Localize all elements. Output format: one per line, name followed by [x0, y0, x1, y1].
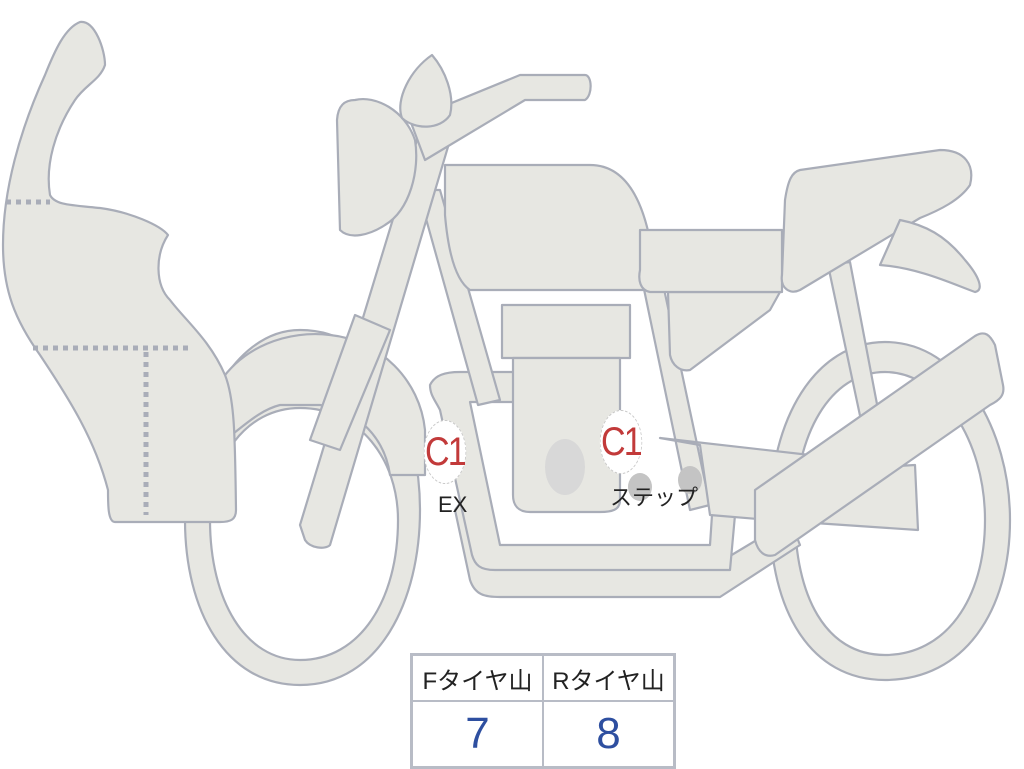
headlight	[335, 97, 418, 237]
damage-code: C1	[424, 429, 467, 474]
footpeg-mark	[628, 473, 652, 501]
front-fairing	[1, 20, 238, 524]
tire-tread-table: Fタイヤ山 Rタイヤ山 7 8	[410, 653, 676, 769]
engine-head	[500, 303, 632, 360]
seat-rear	[780, 148, 973, 293]
rear-wheel	[768, 340, 1012, 682]
rear-tire-value: 8	[542, 700, 676, 769]
seat-front	[638, 228, 784, 294]
front-tire-header: Fタイヤ山	[410, 653, 544, 702]
tail-cowl	[878, 218, 981, 294]
fork-boot	[308, 313, 392, 452]
front-tire-value: 7	[410, 700, 544, 769]
footpeg-mark	[678, 466, 702, 494]
marker-label-ex: EX	[438, 492, 468, 517]
damage-marker-step: C1	[599, 410, 643, 474]
muffler	[753, 332, 1005, 557]
front-fender	[213, 333, 427, 477]
engine-cover	[545, 439, 585, 495]
side-cover	[666, 290, 782, 372]
rear-tire-header: Rタイヤ山	[542, 653, 676, 702]
marker-label-step: ステップ	[610, 485, 699, 510]
damage-marker-ex: C1	[423, 420, 467, 484]
handlebar	[408, 73, 592, 162]
engine-block	[511, 356, 622, 514]
exhaust-pipe-upper	[428, 370, 737, 572]
mirror	[399, 53, 453, 128]
damage-code: C1	[600, 419, 643, 464]
fuel-tank	[443, 163, 652, 292]
